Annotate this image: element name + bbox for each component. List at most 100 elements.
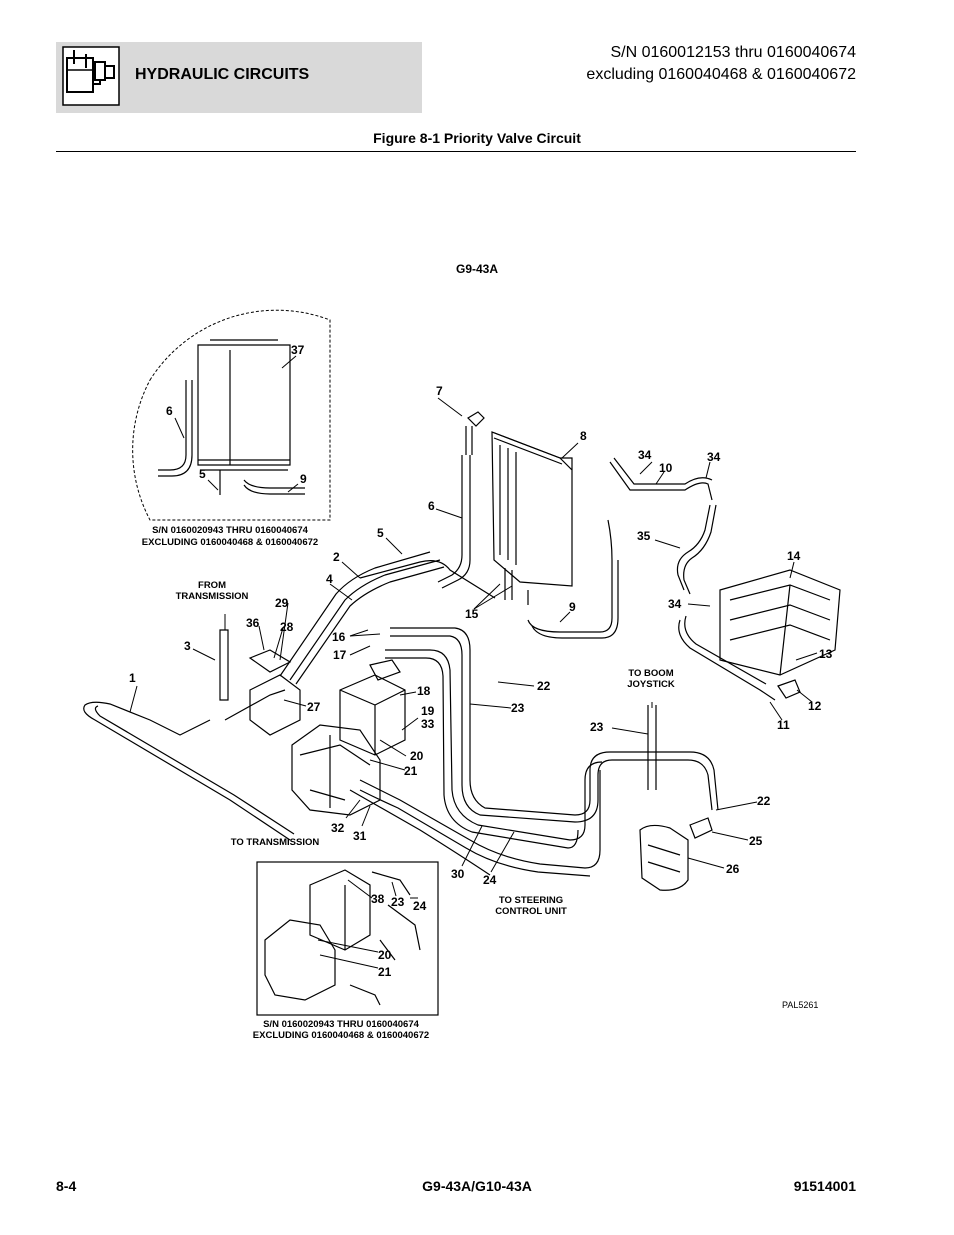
callout-23-right: 23 xyxy=(590,720,604,734)
callout-38: 38 xyxy=(371,892,385,906)
inset-cooler xyxy=(197,339,291,466)
hose-9 xyxy=(527,519,613,633)
serial-range-line-2: excluding 0160040468 & 0160040672 xyxy=(586,66,856,83)
fitting-7 xyxy=(467,411,485,427)
callout-14: 14 xyxy=(787,549,801,563)
callout-31: 31 xyxy=(353,829,367,843)
callout-2: 2 xyxy=(333,550,340,564)
callout-7: 7 xyxy=(436,384,443,398)
page-number: 8-4 xyxy=(56,1178,77,1194)
footer-doc-number: 91514001 xyxy=(793,1178,856,1194)
fitting-12 xyxy=(777,679,801,699)
callout-3: 3 xyxy=(184,639,191,653)
bracket-27 xyxy=(248,649,301,736)
hose-2 xyxy=(289,559,441,681)
callout-6-inset: 6 xyxy=(166,404,173,418)
hose-24 xyxy=(359,770,601,869)
tube-5 xyxy=(359,560,496,599)
callout-20: 20 xyxy=(410,749,424,763)
main-control-valve-14 xyxy=(719,569,841,676)
tube-11 xyxy=(678,619,776,701)
fitting-25 xyxy=(689,817,713,839)
callout-26: 26 xyxy=(726,862,740,876)
callout-36: 36 xyxy=(246,616,260,630)
hose-4 xyxy=(279,551,431,677)
figure-title: Figure 8-1 Priority Valve Circuit xyxy=(373,130,581,146)
callout-12: 12 xyxy=(808,699,822,713)
pump-assembly xyxy=(291,724,381,816)
from-transmission-line1: FROM xyxy=(198,580,226,591)
callout-23-upper: 23 xyxy=(511,701,525,715)
hose-23 xyxy=(385,649,603,841)
filter-3 xyxy=(219,629,229,701)
callout-23-inset: 23 xyxy=(391,895,405,909)
model-label: G9-43A xyxy=(455,262,499,276)
hose-6 xyxy=(437,455,463,583)
callout-19: 19 xyxy=(421,704,435,718)
callout-32: 32 xyxy=(331,821,345,835)
callout-11: 11 xyxy=(777,718,790,732)
inset-bottom-serial-line1: S/N 0160020943 THRU 0160040674 xyxy=(263,1019,420,1030)
callout-34-left: 34 xyxy=(638,448,652,462)
hose-1 xyxy=(83,701,291,841)
inset-hose-23-24 xyxy=(371,871,421,961)
tube-10 xyxy=(609,461,713,501)
to-steering-line2: CONTROL UNIT xyxy=(495,906,567,917)
serial-range-line-1: S/N 0160012153 thru 0160040674 xyxy=(610,44,856,61)
figure-reference: PAL5261 xyxy=(782,1000,818,1010)
callout-34-lower: 34 xyxy=(668,597,682,611)
top-inset-outline xyxy=(132,309,331,521)
callout-21: 21 xyxy=(404,764,418,778)
inset-hose-6 xyxy=(158,380,187,471)
callout-20-inset: 20 xyxy=(378,948,392,962)
callout-15: 15 xyxy=(465,607,479,621)
to-steering-line1: TO STEERING xyxy=(499,895,563,906)
hose-22 xyxy=(390,627,719,816)
callout-18: 18 xyxy=(417,684,431,698)
hose-35 xyxy=(676,504,711,591)
callout-35: 35 xyxy=(637,529,651,543)
oil-cooler-8 xyxy=(491,431,573,587)
callout-28: 28 xyxy=(280,620,294,634)
inset-hose-9 xyxy=(243,484,305,495)
callout-1: 1 xyxy=(129,671,136,685)
steering-control-unit-26 xyxy=(639,824,689,891)
tube-23-vertical xyxy=(647,705,657,790)
fittings-15 xyxy=(504,568,529,605)
inset-top-serial-line2: EXCLUDING 0160040468 & 0160040672 xyxy=(142,537,318,548)
bottom-inset-outline xyxy=(256,861,439,1016)
callout-10: 10 xyxy=(659,461,673,475)
hydraulic-circuit-icon xyxy=(62,46,120,106)
callout-24-inset: 24 xyxy=(413,899,427,913)
callout-17: 17 xyxy=(333,648,347,662)
callout-33: 33 xyxy=(421,717,435,731)
inset-pump-assembly xyxy=(264,919,336,1001)
callout-9-inset: 9 xyxy=(300,472,307,486)
callout-37: 37 xyxy=(291,343,305,357)
callout-6: 6 xyxy=(428,499,435,513)
callout-22-lower: 22 xyxy=(757,794,771,808)
to-boom-joystick-line1: TO BOOM xyxy=(628,668,673,679)
callout-21-inset: 21 xyxy=(378,965,392,979)
to-transmission-note: TO TRANSMISSION xyxy=(231,837,320,848)
callout-5: 5 xyxy=(377,526,384,540)
footer-model: G9-43A/G10-43A xyxy=(422,1178,532,1194)
header-divider xyxy=(56,151,856,152)
callout-5-inset: 5 xyxy=(199,467,206,481)
from-transmission-line2: TRANSMISSION xyxy=(176,591,249,602)
callout-8: 8 xyxy=(580,429,587,443)
section-title: HYDRAULIC CIRCUITS xyxy=(135,66,310,83)
callout-24: 24 xyxy=(483,873,497,887)
callout-9: 9 xyxy=(569,600,576,614)
callout-16: 16 xyxy=(332,630,346,644)
inset-bottom-serial-line2: EXCLUDING 0160040468 & 0160040672 xyxy=(253,1030,429,1041)
callout-4: 4 xyxy=(326,572,333,586)
callout-13: 13 xyxy=(819,647,833,661)
callout-25: 25 xyxy=(749,834,763,848)
callout-27: 27 xyxy=(307,700,321,714)
inset-top-serial-line1: S/N 0160020943 THRU 0160040674 xyxy=(152,525,309,536)
priority-valve-18 xyxy=(339,674,406,756)
callout-29: 29 xyxy=(275,596,289,610)
callout-22-upper: 22 xyxy=(537,679,551,693)
